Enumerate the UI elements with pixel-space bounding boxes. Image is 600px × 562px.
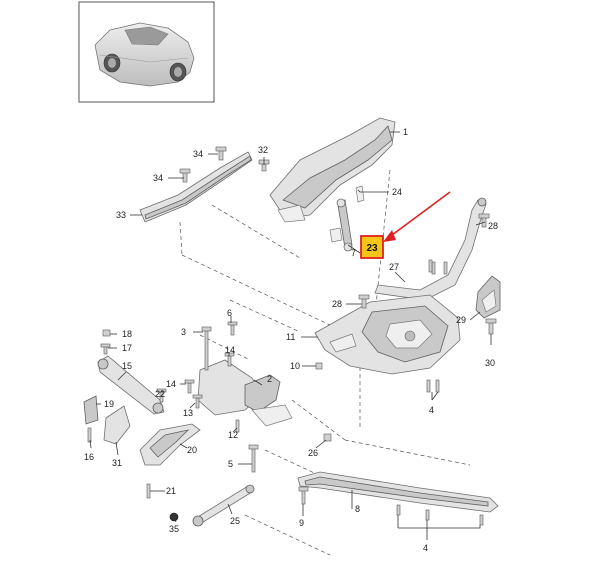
callout-c1[interactable]: 1 — [403, 127, 408, 137]
bolt-9 — [298, 486, 309, 505]
callout-c29[interactable]: 29 — [456, 315, 466, 325]
highlight-arrow-icon — [383, 191, 451, 242]
callout-c7[interactable]: 7 — [351, 248, 356, 258]
callout-c9[interactable]: 9 — [299, 518, 304, 528]
callout-c30[interactable]: 30 — [485, 358, 495, 368]
callout-c34b[interactable]: 34 — [153, 173, 163, 183]
part-31-bracket — [103, 405, 131, 445]
callout-c11[interactable]: 11 — [286, 332, 295, 342]
callout-c28b[interactable]: 28 — [332, 299, 342, 309]
highlighted-part-23[interactable]: 23 — [360, 235, 384, 259]
part-15-trailing-arm — [97, 355, 165, 415]
callout-c5[interactable]: 5 — [228, 459, 233, 469]
callout-c31[interactable]: 31 — [112, 458, 122, 468]
callout-c4b[interactable]: 4 — [423, 543, 428, 553]
part-27-curved-strut — [374, 197, 487, 301]
studs-near-27 — [431, 261, 448, 275]
callout-c2[interactable]: 2 — [267, 374, 272, 384]
callout-c10[interactable]: 10 — [290, 361, 300, 371]
part-8-lower-rail — [297, 471, 499, 513]
callout-c28a[interactable]: 28 — [488, 221, 498, 231]
bolt-12 — [235, 419, 240, 433]
callout-c35[interactable]: 35 — [169, 524, 179, 534]
callout-c15[interactable]: 15 — [122, 361, 132, 371]
bolt-22 — [156, 388, 167, 403]
callout-c22[interactable]: 22 — [155, 389, 165, 399]
part-29-bracket — [475, 275, 501, 319]
callout-c16[interactable]: 16 — [84, 452, 94, 462]
bolt-14-lower — [184, 379, 195, 394]
callout-c14a[interactable]: 14 — [225, 345, 235, 355]
callout-c26[interactable]: 26 — [308, 448, 318, 458]
nut-26 — [323, 433, 332, 442]
callout-c17[interactable]: 17 — [122, 343, 132, 353]
callout-c21[interactable]: 21 — [166, 486, 176, 496]
bolt-13 — [192, 394, 203, 409]
callout-c34a[interactable]: 34 — [193, 149, 203, 159]
bolt-34-lower — [179, 168, 191, 183]
part-19-bracket — [83, 395, 99, 425]
leader-lines — [89, 131, 492, 540]
bolt-14-upper — [224, 352, 235, 367]
callout-c25[interactable]: 25 — [230, 516, 240, 526]
part-25-tie-rod — [192, 484, 255, 527]
callout-c33[interactable]: 33 — [116, 210, 126, 220]
callout-c24[interactable]: 24 — [392, 187, 402, 197]
callout-c8[interactable]: 8 — [355, 504, 360, 514]
callout-c6[interactable]: 6 — [227, 308, 232, 318]
part-20-wishbone — [139, 423, 201, 466]
bolt-28-lower — [358, 294, 370, 309]
callout-c32[interactable]: 32 — [258, 145, 268, 155]
bolt-30 — [485, 318, 497, 335]
part-17-bolt — [100, 343, 111, 355]
car-thumbnail-icon — [78, 1, 215, 103]
callout-labels: 1 32 34 34 33 24 7 28 27 28 29 30 11 10 … — [84, 127, 498, 553]
part-11-underbody-panel — [314, 294, 461, 375]
bolts-4-lower — [396, 504, 484, 526]
bolt-34-upper — [215, 146, 227, 161]
part-33-cross-rail — [139, 151, 253, 223]
part-1-frame — [269, 117, 396, 223]
part-18-clip — [102, 329, 111, 337]
callout-c19[interactable]: 19 — [104, 399, 114, 409]
part-2-knuckle — [197, 359, 293, 427]
nut-10 — [315, 362, 323, 370]
bolt-3 — [201, 326, 212, 371]
nut-35 — [169, 512, 179, 522]
highlighted-label: 23 — [366, 243, 378, 254]
callout-c12[interactable]: 12 — [228, 430, 238, 440]
callout-c14b[interactable]: 14 — [166, 379, 176, 389]
callout-c3[interactable]: 3 — [181, 327, 186, 337]
bolt-6 — [227, 321, 238, 336]
part-24-link-rod — [329, 185, 365, 252]
bolt-5 — [248, 444, 259, 473]
bolt-16 — [87, 427, 92, 443]
callout-c4a[interactable]: 4 — [429, 405, 434, 415]
callout-c20[interactable]: 20 — [187, 445, 197, 455]
callout-c13[interactable]: 13 — [183, 408, 193, 418]
bolt-21 — [146, 483, 151, 499]
callout-c18[interactable]: 18 — [122, 329, 132, 339]
callout-c27[interactable]: 27 — [389, 262, 399, 272]
